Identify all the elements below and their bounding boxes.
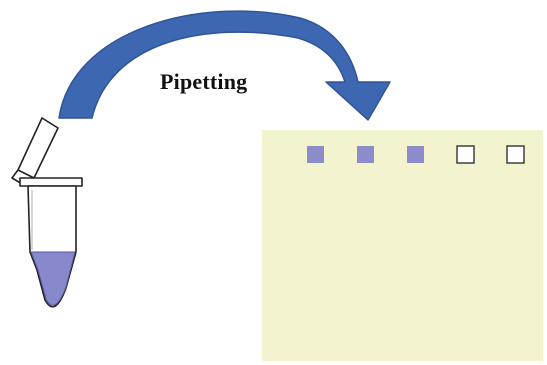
tube-liquid: [30, 251, 76, 306]
transfer-arrow: [58, 10, 391, 121]
well-filled: [357, 146, 374, 163]
well-filled: [307, 146, 324, 163]
arrow-body: [58, 10, 391, 121]
well-empty: [506, 145, 525, 164]
tube-rim: [19, 177, 83, 187]
microcentrifuge-tube: [11, 117, 83, 308]
blot-membrane: [262, 130, 543, 361]
wells-row: [307, 145, 525, 164]
pipetting-label: Pipetting: [160, 69, 248, 94]
tube-lid: [17, 117, 59, 179]
well-empty: [456, 145, 475, 164]
well-filled: [407, 146, 424, 163]
